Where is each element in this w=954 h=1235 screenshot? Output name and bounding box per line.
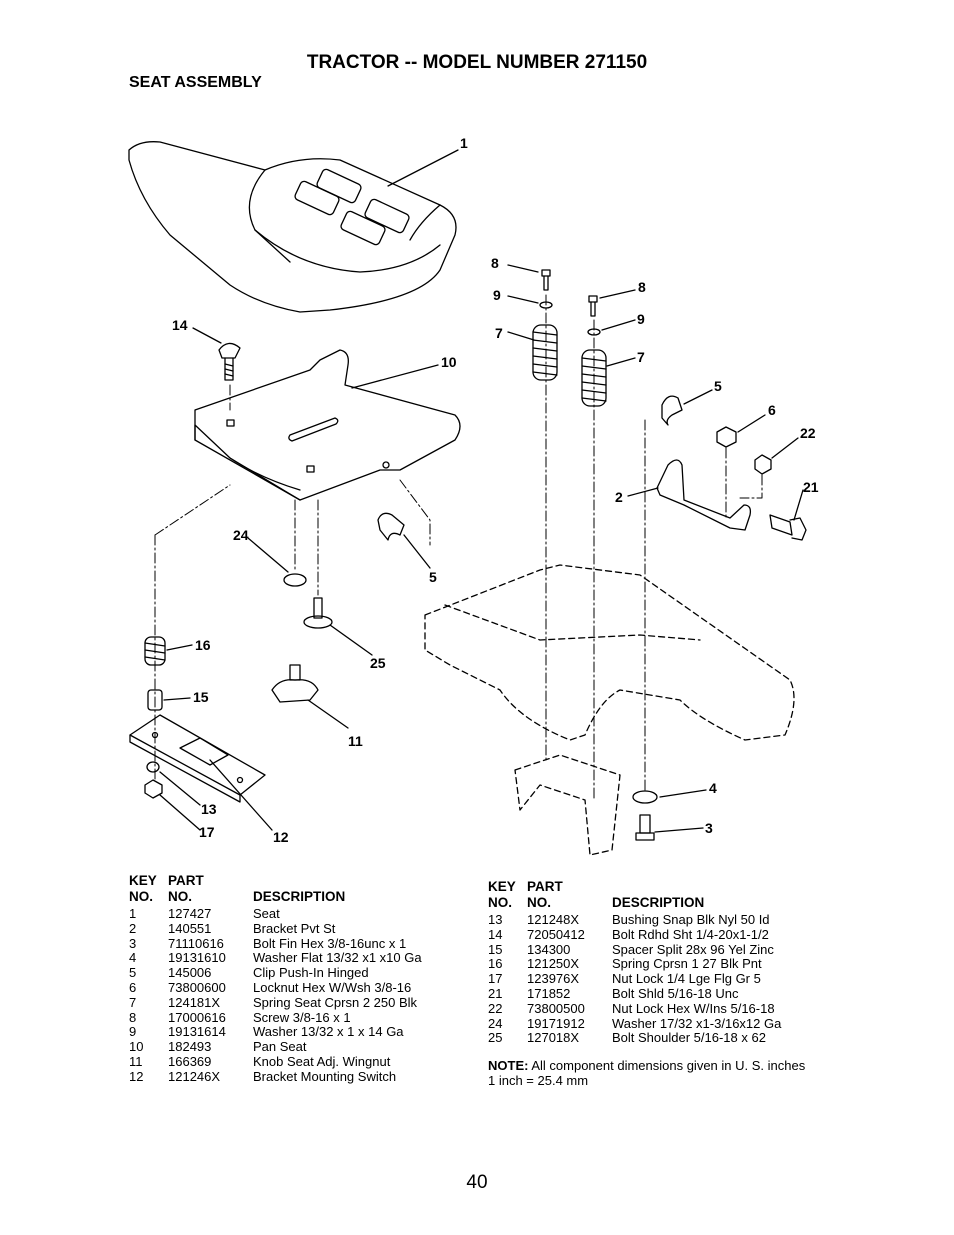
bushing-13-part — [146, 761, 160, 773]
knob-11-part — [271, 664, 319, 703]
callout-14: 14 — [172, 317, 188, 333]
col-key-label: KEY — [488, 879, 516, 894]
callout-4: 4 — [709, 780, 717, 796]
note-label: NOTE: — [488, 1058, 529, 1073]
col-part-label: NO. — [527, 895, 552, 910]
callout-11: 11 — [348, 733, 363, 749]
callout-25: 25 — [370, 655, 386, 671]
callout-5-upper: 5 — [714, 378, 722, 394]
callout-3: 3 — [705, 820, 713, 836]
clip-lower-part — [377, 512, 405, 541]
callout-1: 1 — [460, 135, 468, 151]
col-desc-label: DESCRIPTION — [612, 895, 705, 910]
callout-15: 15 — [193, 689, 209, 705]
callout-8-right: 8 — [638, 279, 646, 295]
bolt-21-part — [769, 514, 807, 541]
callout-24: 24 — [233, 527, 249, 543]
nut-17-part — [144, 779, 163, 799]
callout-2: 2 — [615, 489, 623, 505]
callout-9-left: 9 — [493, 287, 501, 303]
col-part-label: PART — [527, 879, 563, 894]
washer-24-part — [283, 573, 307, 587]
bracket-2-part — [656, 459, 752, 531]
bracket-12-part — [129, 714, 266, 803]
washer-4-part — [632, 790, 658, 804]
callout-21: 21 — [803, 479, 819, 495]
note-text: All component dimensions given in U. S. … — [488, 1058, 806, 1088]
col-part-label: NO. — [168, 889, 193, 904]
bolt-25-part — [303, 597, 333, 629]
page-title: TRACTOR -- MODEL NUMBER 271150 — [306, 52, 648, 73]
seat-pan-part — [194, 349, 461, 501]
callout-12: 12 — [273, 829, 289, 845]
bolt-3-part — [635, 814, 655, 841]
leader-lines — [159, 149, 804, 833]
clip-upper-part — [661, 395, 683, 426]
col-key-label: NO. — [488, 895, 513, 910]
seat-assembly-diagram: 1 14 10 8 9 7 8 9 7 5 6 22 2 21 24 5 16 … — [128, 135, 819, 856]
callout-7-right: 7 — [637, 349, 645, 365]
locknut-6-part — [716, 426, 737, 448]
callout-9-right: 9 — [637, 311, 645, 327]
callout-10: 10 — [441, 354, 457, 370]
bolt-14-part — [218, 342, 241, 381]
callout-6: 6 — [768, 402, 776, 418]
callout-16: 16 — [195, 637, 211, 653]
col-key-label: NO. — [129, 889, 154, 904]
callout-8-left: 8 — [491, 255, 499, 271]
col-key-label: KEY — [129, 873, 157, 888]
col-part-label: PART — [168, 873, 204, 888]
callout-13: 13 — [201, 801, 217, 817]
seat-part — [128, 141, 457, 313]
spring-stack-left-part — [532, 269, 558, 381]
frame-outline — [424, 564, 795, 856]
callout-17: 17 — [199, 824, 215, 840]
section-title: SEAT ASSEMBLY — [129, 74, 262, 91]
nut-22-part — [754, 454, 772, 475]
callout-7-left: 7 — [495, 325, 503, 341]
callout-5-lower: 5 — [429, 569, 437, 585]
assembly-centerlines — [154, 294, 763, 801]
dimension-note: NOTE: All component dimensions given in … — [488, 1058, 808, 1088]
page-number: 40 — [466, 1172, 488, 1193]
callout-22: 22 — [800, 425, 816, 441]
col-desc-label: DESCRIPTION — [253, 889, 346, 904]
